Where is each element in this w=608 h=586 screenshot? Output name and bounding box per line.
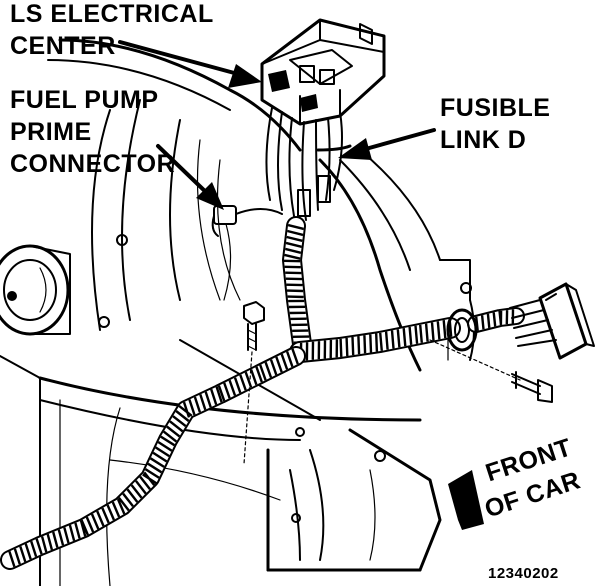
mounting-bolt-center (243, 301, 265, 465)
fuel-pump-prime-connector-label-line1: FUEL PUMP (10, 86, 159, 114)
blower-motor (0, 244, 71, 336)
front-of-car-label: FRONT OF CAR (481, 433, 584, 523)
ls-electrical-center (260, 18, 386, 126)
wire-bundle-upper (265, 107, 352, 221)
harness-grommet (446, 308, 478, 352)
figure-number: 12340202 (488, 565, 559, 582)
fusible-link-d-label-line2: LINK D (440, 126, 526, 154)
fuel-pump-prime-connector (211, 205, 283, 301)
fuel-pump-prime-connector-label-line2: PRIME (10, 118, 92, 146)
ls-electrical-center-label-line1: LS ELECTRICAL (10, 0, 214, 28)
fuel-pump-prime-connector-label-line3: CONNECTOR (10, 150, 175, 178)
mounting-bolt-right (429, 339, 553, 403)
harness-connector-right (509, 282, 595, 360)
front-of-car-arrow (448, 470, 484, 530)
ls-electrical-center-label: LS ELECTRICAL CENTER (10, 0, 214, 60)
ls-electrical-center-arrow (118, 40, 262, 88)
main-harness (0, 216, 525, 570)
ls-electrical-center-label-line2: CENTER (10, 32, 116, 60)
fusible-link-d-label-line1: FUSIBLE (440, 94, 550, 122)
fusible-link-d-label: FUSIBLE LINK D (440, 94, 550, 154)
fuel-pump-prime-connector-label: FUEL PUMP PRIME CONNECTOR (10, 86, 175, 178)
fuel-pump-prime-connector-arrow (156, 144, 224, 210)
fusible-link-d-arrow (338, 128, 436, 160)
